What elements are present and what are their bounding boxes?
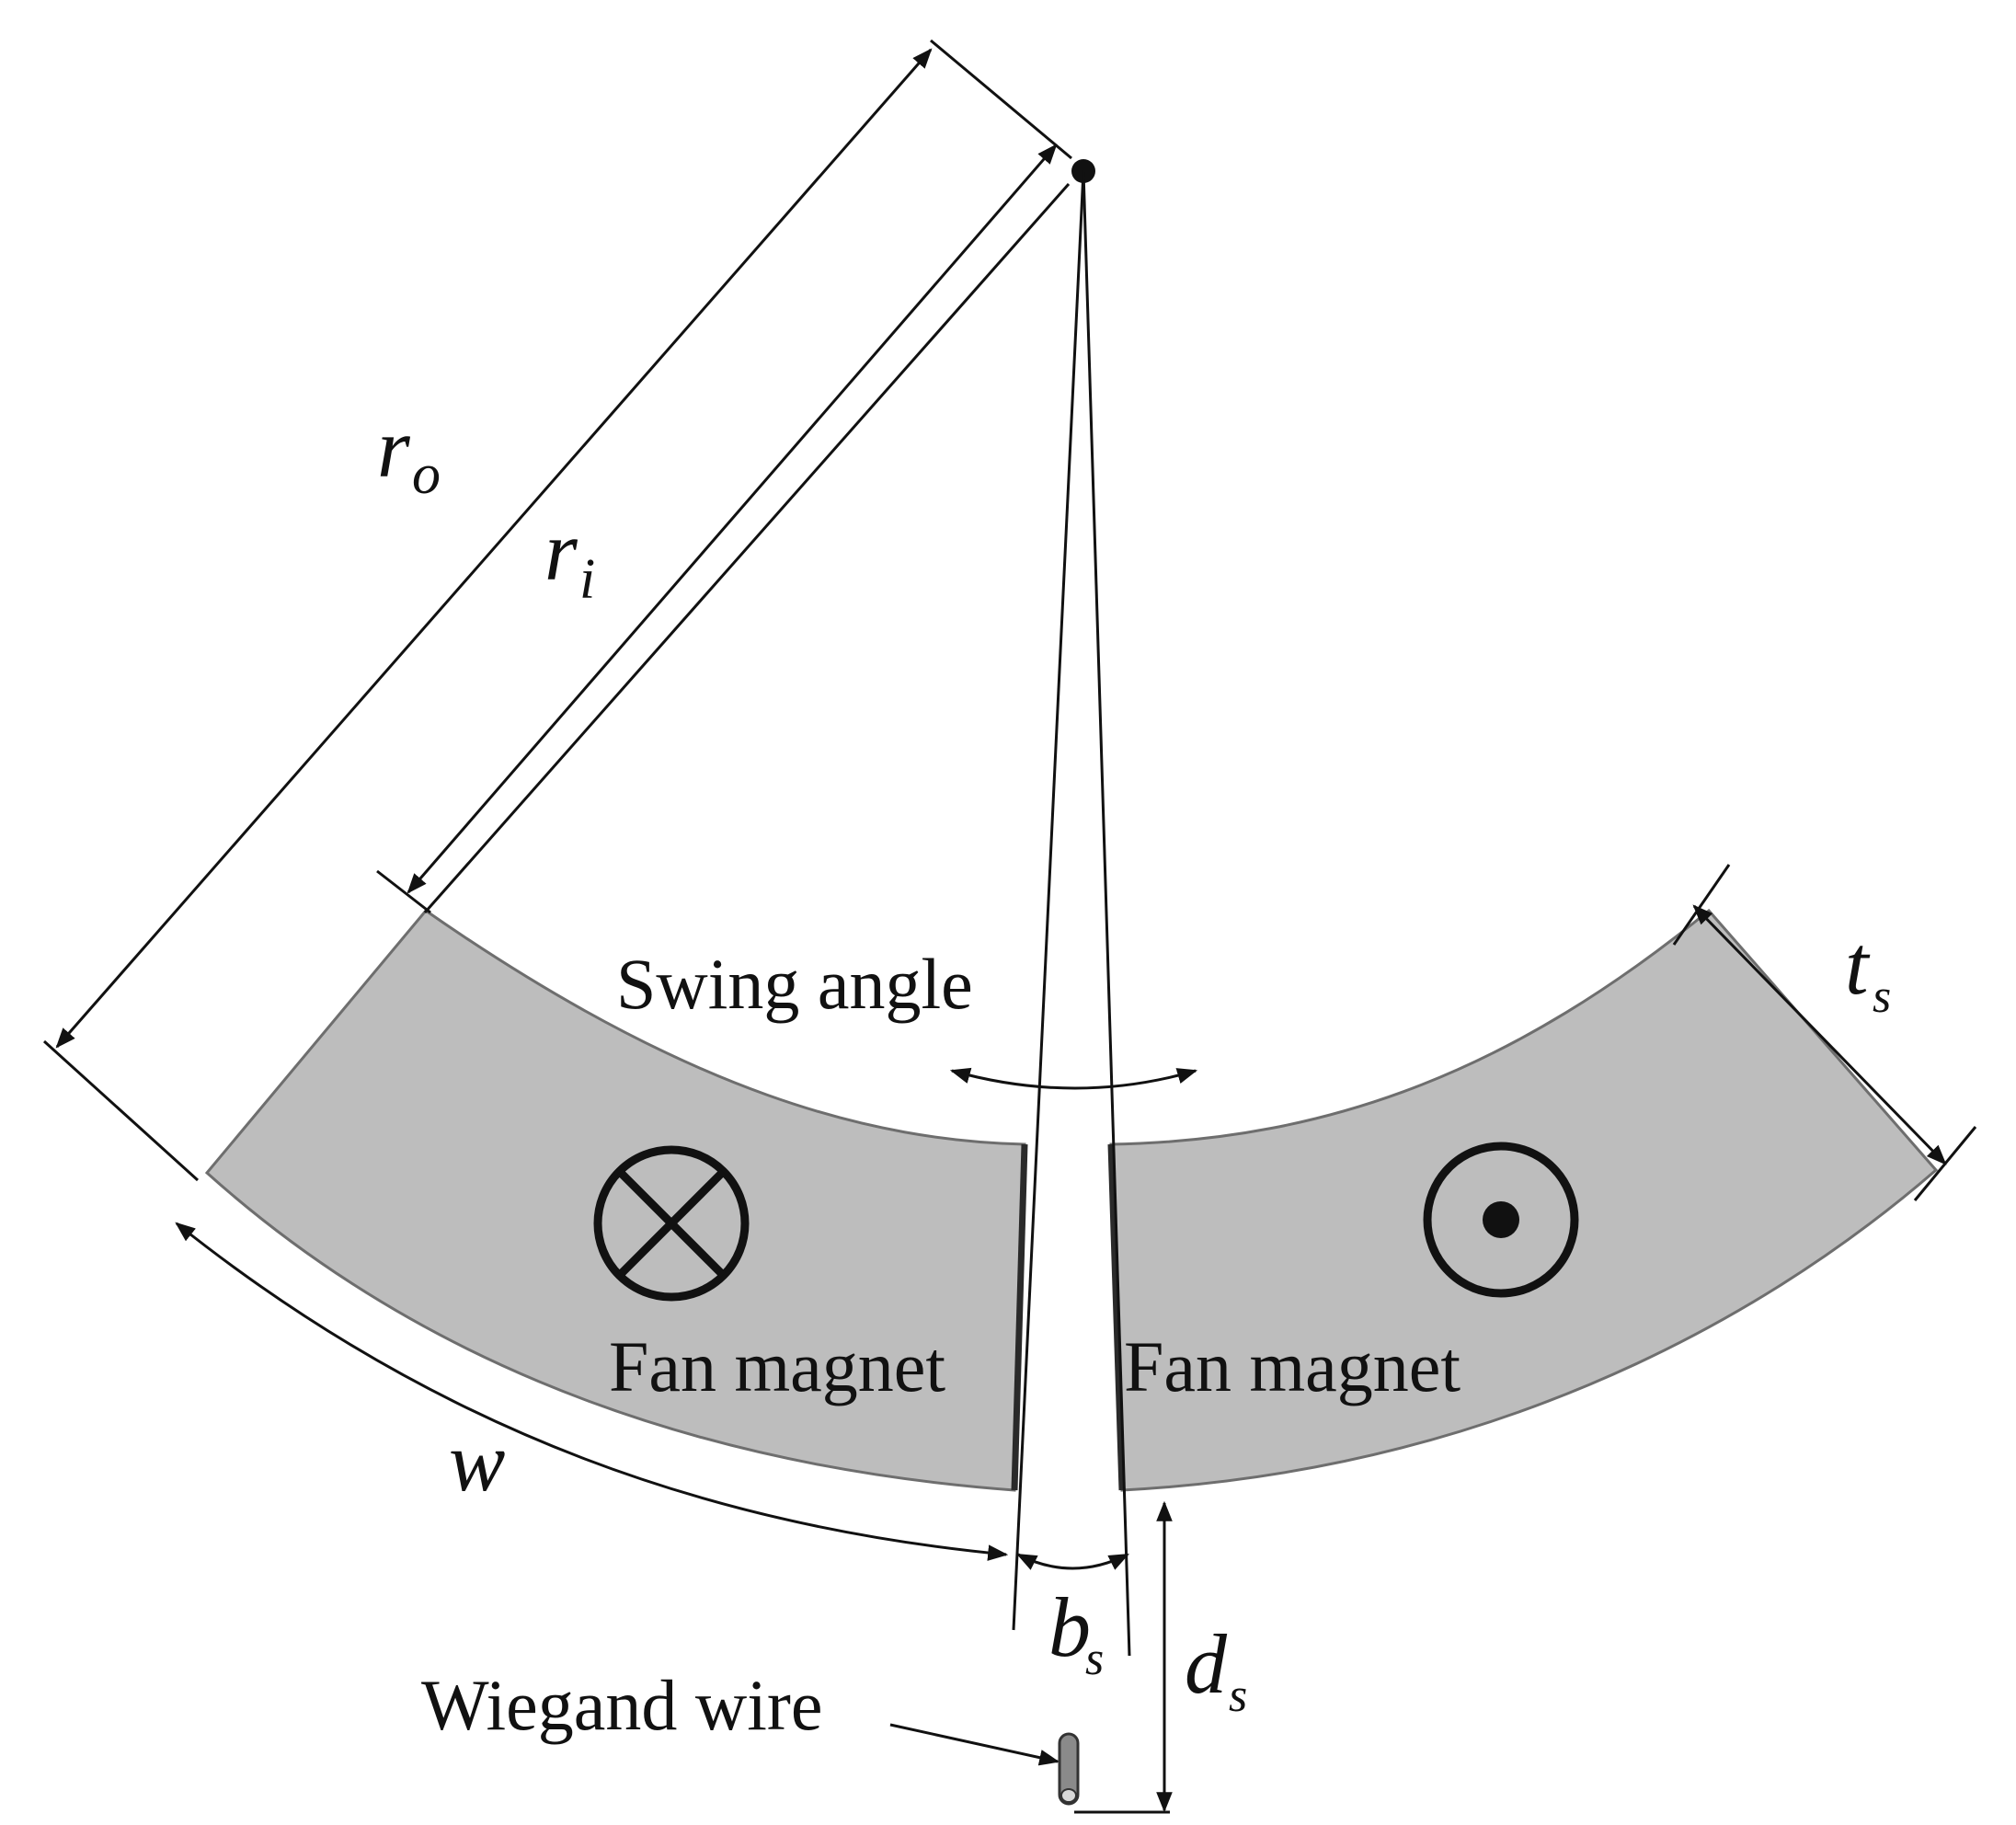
wiegand-wire-leader (889, 1723, 1060, 1766)
svg-text:s: s (1873, 970, 1891, 1023)
svg-text:s: s (1085, 1633, 1104, 1685)
symbol-w: w (449, 1415, 505, 1509)
r-i-dimension-arrow (407, 143, 1058, 894)
swing-line-right (1082, 170, 1131, 1657)
svg-text:b: b (1048, 1580, 1091, 1674)
svg-text:w: w (449, 1415, 505, 1509)
svg-text:o: o (412, 443, 441, 506)
r-o-extension-bottom (42, 1039, 200, 1182)
right-magnet-gap-edge (1107, 1143, 1126, 1491)
svg-text:i: i (579, 548, 595, 611)
r-o-extension-top (930, 39, 1072, 160)
symbol-r-i: r i (544, 504, 595, 611)
r-o-dimension-arrow (55, 48, 933, 1049)
symbol-r-o: r o (377, 401, 441, 506)
fan-magnet-left-label: Fan magnet (609, 1326, 945, 1406)
swing-angle-arc (949, 1067, 1198, 1090)
w-dimension-arc (175, 1222, 1009, 1561)
svg-text:t: t (1845, 918, 1871, 1012)
symbol-t-s: t s (1845, 918, 1891, 1023)
swing-line-left (1012, 170, 1085, 1631)
t-s-dimension-arrow (1692, 904, 1947, 1165)
symbol-d-s: d s (1185, 1617, 1247, 1722)
cross-circle-icon (593, 1145, 750, 1302)
fan-magnet-right-label: Fan magnet (1124, 1326, 1460, 1406)
dot-circle-icon (1423, 1142, 1579, 1298)
wiegand-wire-icon (1058, 1732, 1080, 1806)
svg-text:r: r (544, 504, 578, 598)
swing-angle-label: Swing angle (616, 944, 973, 1024)
r-i-extension-bottom (376, 869, 431, 914)
svg-text:r: r (377, 401, 411, 495)
svg-text:s: s (1229, 1670, 1247, 1722)
left-magnet-gap-edge (1011, 1143, 1028, 1491)
r-i-guide-line (423, 183, 1071, 913)
symbol-b-s: b s (1048, 1580, 1104, 1685)
svg-text:d: d (1185, 1617, 1228, 1711)
b-s-angle-arc (1016, 1553, 1129, 1570)
wiegand-wire-label: Wiegand wire (421, 1665, 823, 1745)
